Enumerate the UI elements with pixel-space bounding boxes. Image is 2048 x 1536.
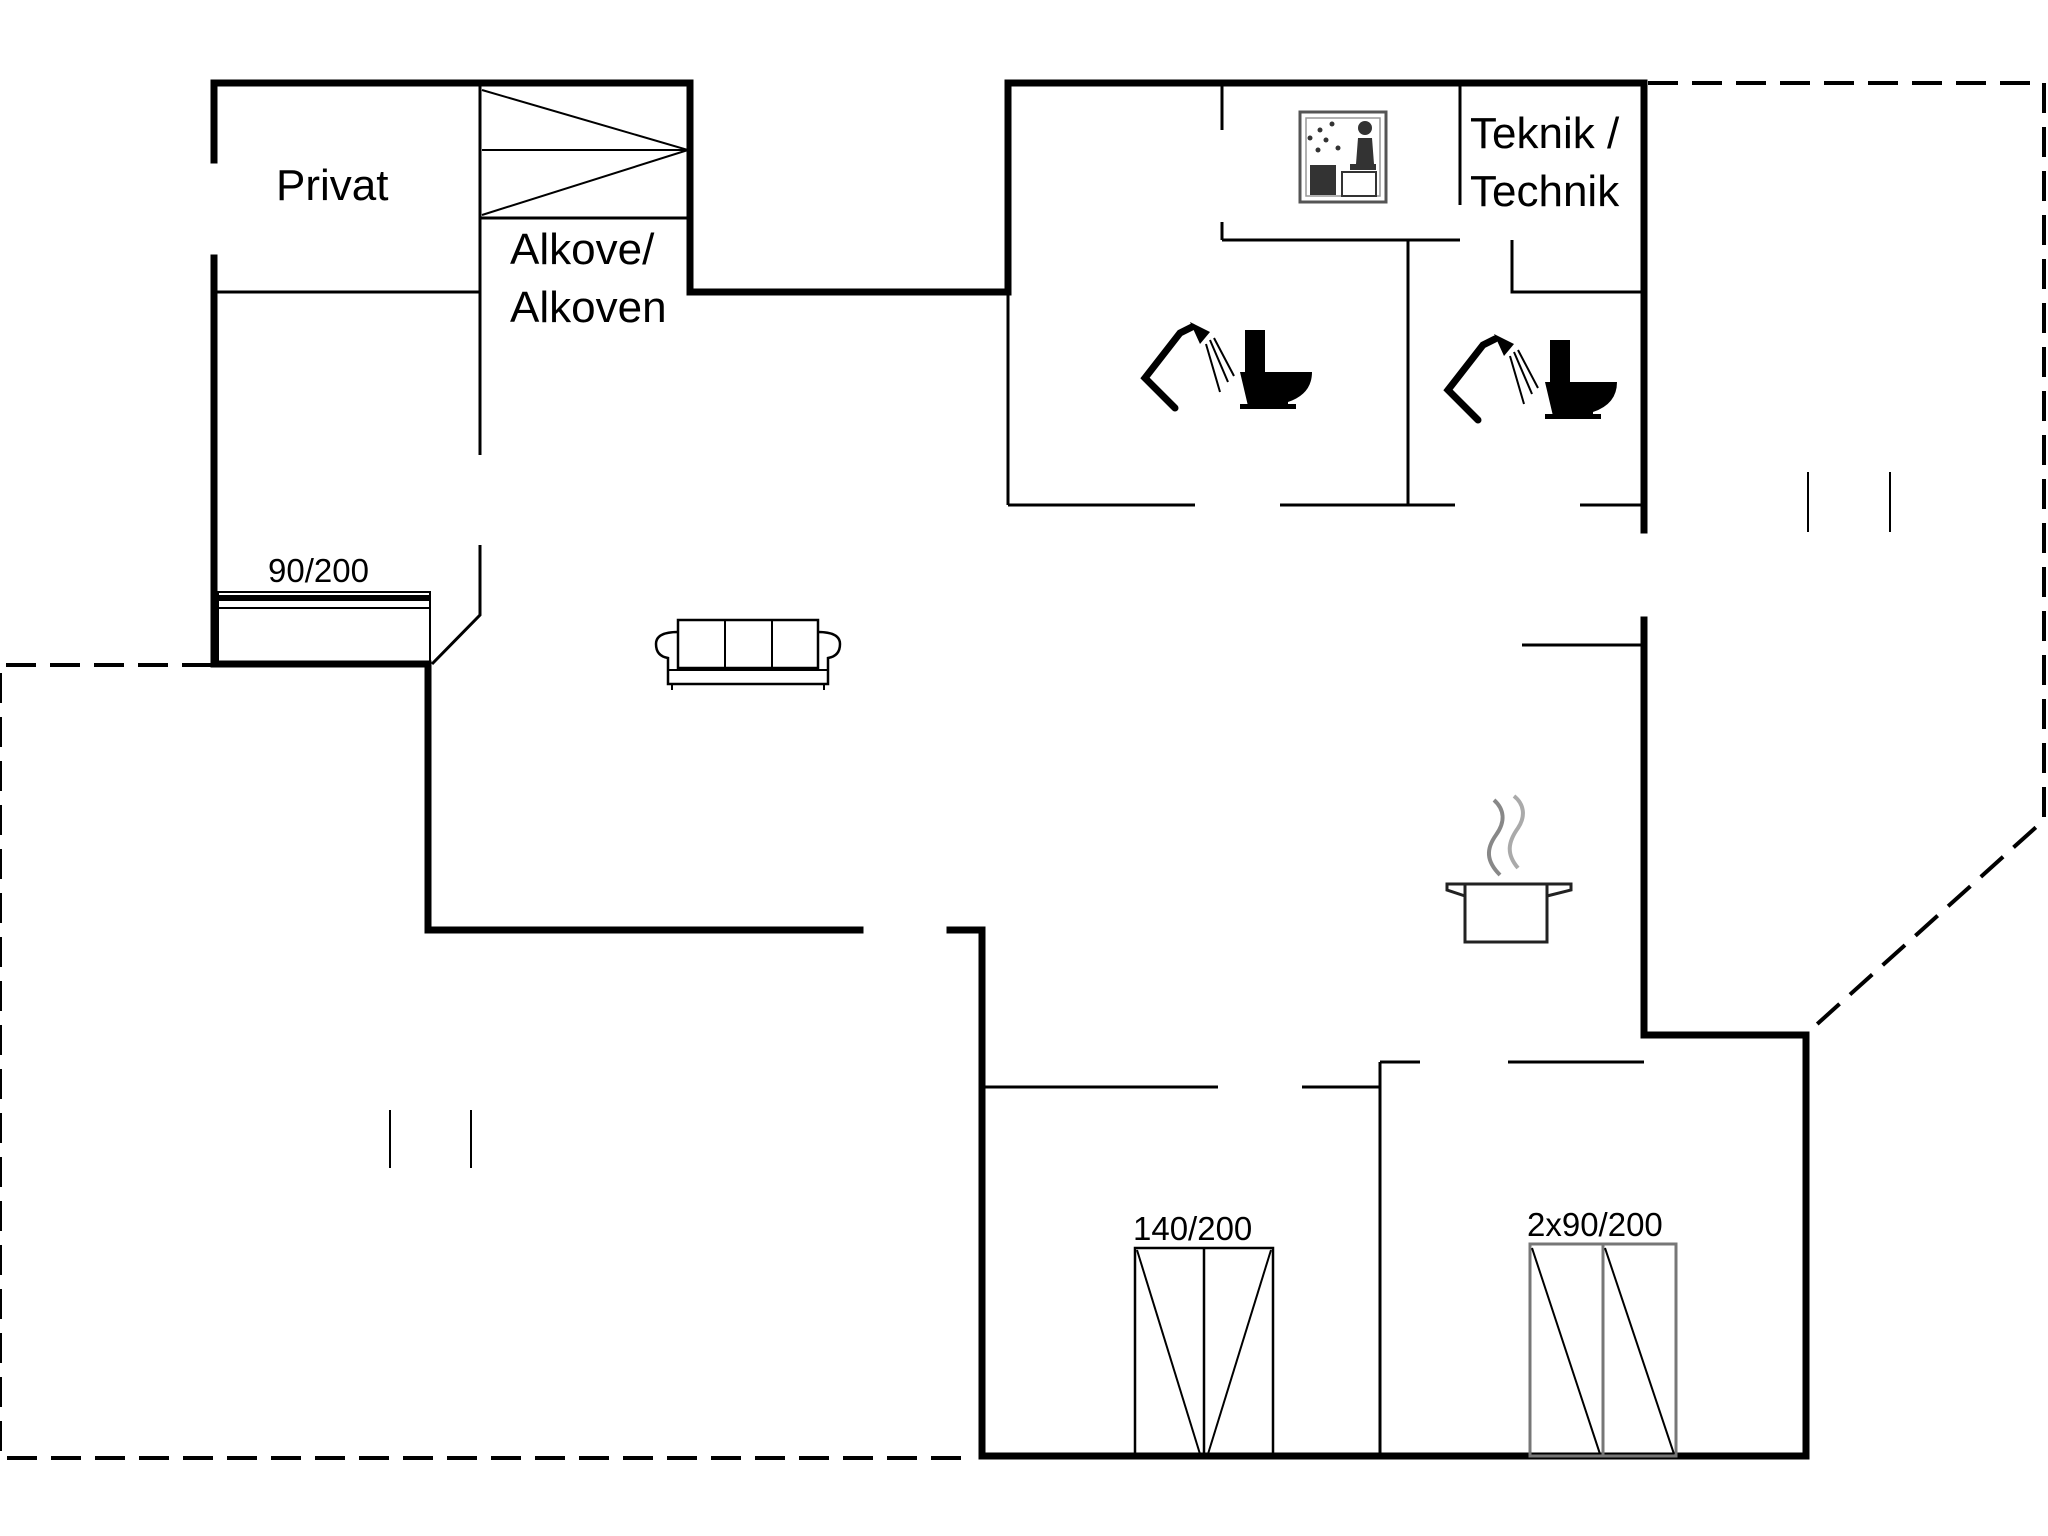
- sofa-icon: [654, 618, 842, 690]
- twin-bed-icon: [1528, 1242, 1678, 1458]
- shower-icon-2: [1443, 334, 1539, 424]
- double-bed-icon: [1133, 1246, 1275, 1458]
- room-label-technik: Technik: [1470, 167, 1620, 216]
- room-label-privat: Privat: [276, 161, 388, 210]
- room-label-teknik: Teknik /: [1470, 109, 1620, 158]
- room-label-alkove: Alkove/: [510, 225, 655, 274]
- exterior-walls: [210, 79, 1810, 1460]
- toilet-icon: [1240, 330, 1312, 409]
- sauna-icon: [1298, 110, 1388, 204]
- room-label-alkoven: Alkoven: [510, 283, 667, 332]
- bed-size-single: 90/200: [268, 552, 369, 589]
- toilet-icon-2: [1545, 340, 1617, 419]
- interior-walls: [214, 83, 1644, 1456]
- cooking-pot-icon: [1445, 794, 1573, 944]
- single-bed-icon: [217, 591, 431, 663]
- terrace-left: [0, 663, 975, 1460]
- shower-icon: [1140, 322, 1235, 412]
- stairs-icon: [481, 89, 692, 216]
- bed-size-double: 140/200: [1133, 1210, 1252, 1247]
- terrace-right: [1648, 81, 2046, 1037]
- bed-size-twin: 2x90/200: [1527, 1206, 1663, 1243]
